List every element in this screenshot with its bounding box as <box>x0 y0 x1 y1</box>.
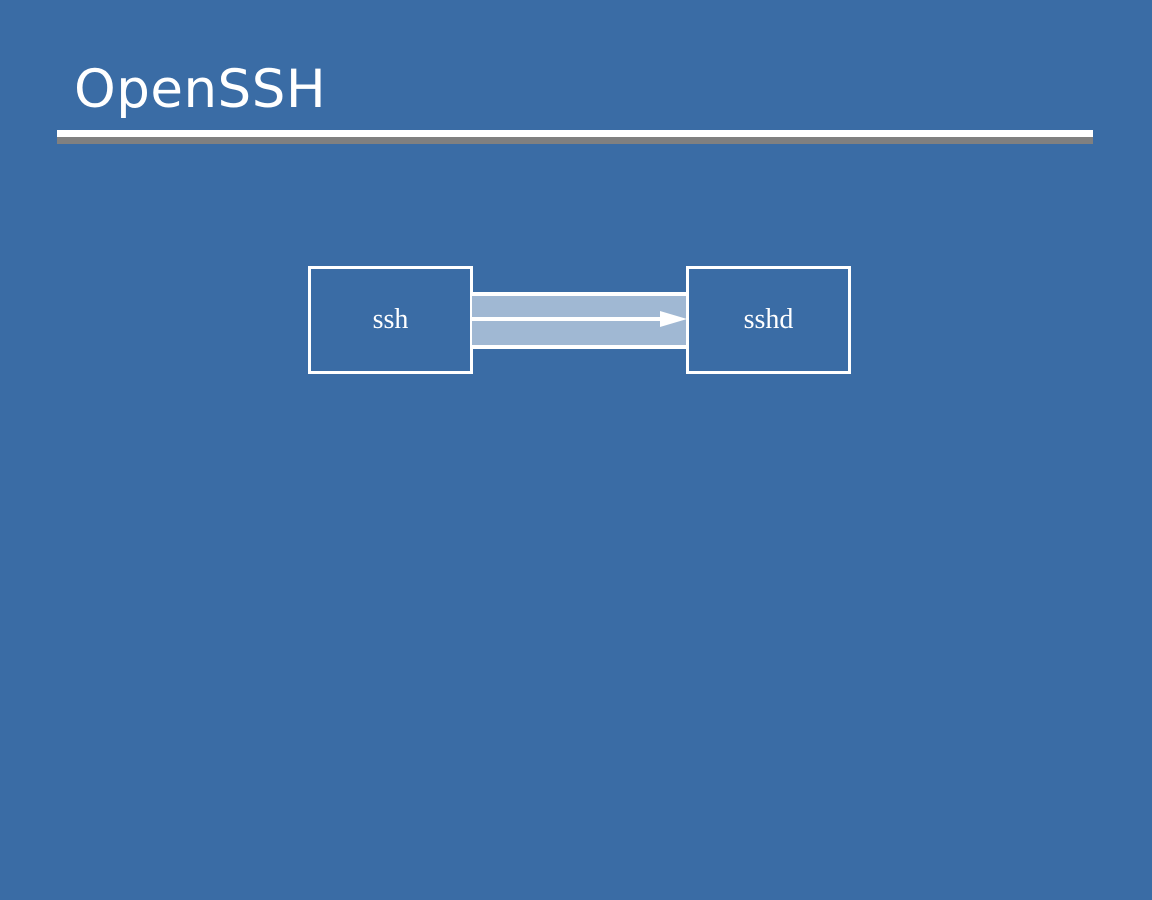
arrow-right-icon <box>660 311 687 327</box>
page-title: OpenSSH <box>74 59 327 120</box>
connection-edge-bottom-line <box>472 345 687 349</box>
title-rule-shadow <box>57 137 1093 144</box>
diagram-node-ssh: ssh <box>308 266 473 374</box>
connection-edge-top-line <box>472 292 687 296</box>
title-underline-rule <box>57 130 1093 144</box>
diagram-node-ssh-label: ssh <box>372 304 409 335</box>
title-rule-highlight <box>57 130 1093 137</box>
connection-flow-line <box>472 317 662 321</box>
diagram-node-sshd-label: sshd <box>743 304 794 335</box>
diagram-connection-ssh-to-sshd <box>472 292 687 349</box>
diagram-node-sshd: sshd <box>686 266 851 374</box>
